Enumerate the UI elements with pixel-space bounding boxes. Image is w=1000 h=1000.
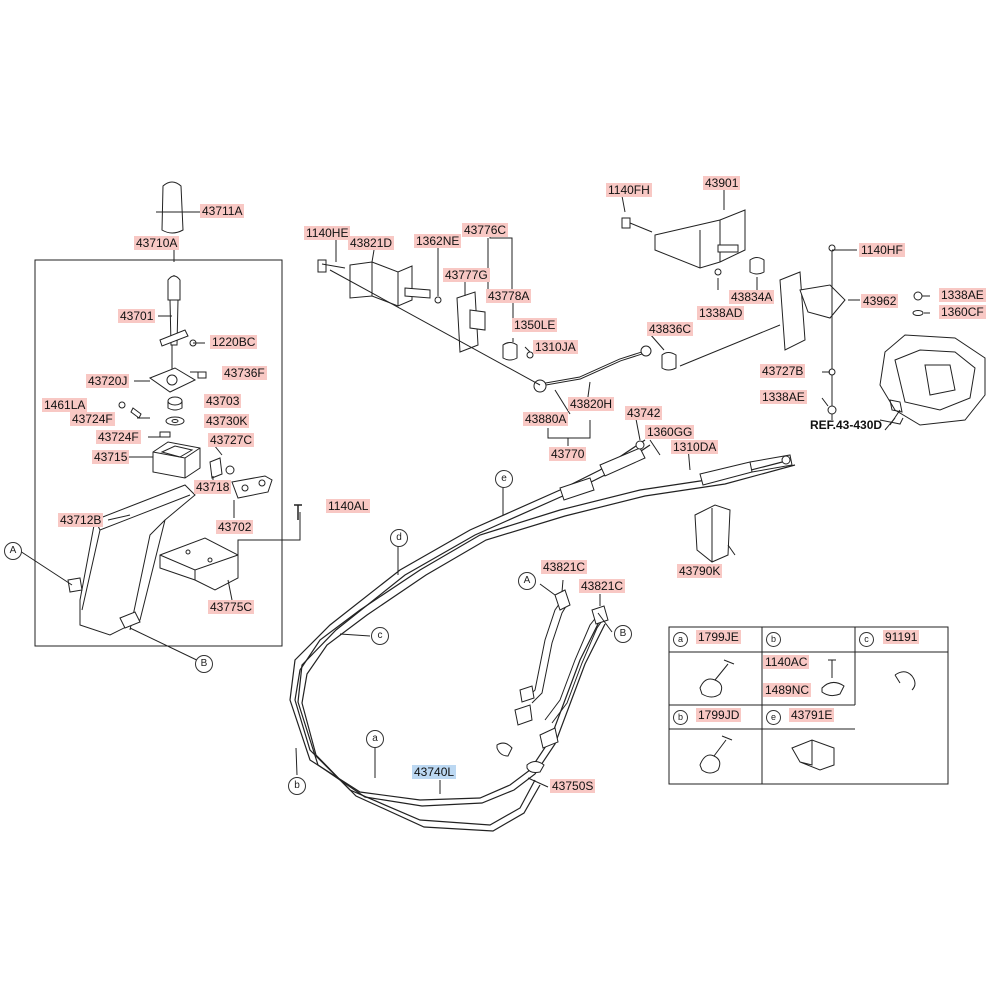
transmission-housing xyxy=(879,334,986,426)
callout-c: c xyxy=(371,627,389,645)
part-label-43711a[interactable]: 43711A xyxy=(200,204,245,218)
part-label-43778a[interactable]: 43778A xyxy=(486,289,532,303)
part-label-43727b[interactable]: 43727B xyxy=(760,364,806,378)
callout-b-bottom: B xyxy=(195,655,213,673)
part-label-43880a[interactable]: 43880A xyxy=(523,412,569,426)
part-label-1140al[interactable]: 1140AL xyxy=(326,499,371,513)
part-label-1461la[interactable]: 1461LA xyxy=(42,398,88,412)
part-label-1220bc[interactable]: 1220BC xyxy=(210,335,258,349)
part-label-1338ae_a[interactable]: 1338AE xyxy=(939,288,986,302)
shift-knob xyxy=(161,181,184,234)
part-label-43742[interactable]: 43742 xyxy=(625,406,663,420)
part-label-1140fh[interactable]: 1140FH xyxy=(606,183,652,197)
part-label-43730k[interactable]: 43730K xyxy=(204,414,250,428)
part-label-43776c[interactable]: 43776C xyxy=(462,223,509,237)
select-block xyxy=(152,441,201,479)
legend-part-label[interactable]: 43791E xyxy=(789,708,835,722)
part-label-43836c[interactable]: 43836C xyxy=(647,322,694,336)
callout-b: b xyxy=(288,777,306,795)
bracket-e-icon xyxy=(791,739,835,771)
legend-part-label[interactable]: 1799JE xyxy=(696,630,741,644)
legend-part-label[interactable]: 1140AC xyxy=(763,655,810,669)
legend-letter-c: c xyxy=(859,632,874,647)
legend-letter-b: b xyxy=(766,632,781,647)
clip-b-icon xyxy=(699,735,733,774)
part-label-1310ja[interactable]: 1310JA xyxy=(533,340,578,354)
part-label-43702[interactable]: 43702 xyxy=(216,520,254,534)
part-label-43703[interactable]: 43703 xyxy=(204,394,242,408)
part-label-1360cf[interactable]: 1360CF xyxy=(939,305,986,319)
part-label-1310da[interactable]: 1310DA xyxy=(671,440,719,454)
part-label-43750s[interactable]: 43750S xyxy=(550,779,596,793)
part-label-43775c[interactable]: 43775C xyxy=(208,600,255,614)
legend-letter-e: e xyxy=(766,710,781,725)
part-label-1360gg[interactable]: 1360GG xyxy=(645,425,695,439)
part-label-43962[interactable]: 43962 xyxy=(861,294,899,308)
part-label-43701[interactable]: 43701 xyxy=(118,309,156,323)
part-label-43901[interactable]: 43901 xyxy=(703,176,741,190)
callout-d: d xyxy=(390,529,408,547)
bolt-clamp-icon xyxy=(821,659,845,697)
ring-clip-icon xyxy=(894,671,916,691)
part-label-43821c_a[interactable]: 43821C xyxy=(541,560,588,574)
part-label-43770[interactable]: 43770 xyxy=(549,447,587,461)
legend-letter-a: a xyxy=(673,632,688,647)
part-label-43724f_b[interactable]: 43724F xyxy=(96,430,141,444)
transmission-lever xyxy=(779,271,806,351)
part-label-43727c[interactable]: 43727C xyxy=(208,433,255,447)
part-label-43821c_b[interactable]: 43821C xyxy=(579,579,626,593)
part-label-1350le[interactable]: 1350LE xyxy=(512,318,558,332)
clip-a-icon xyxy=(699,659,735,698)
cable-assembly xyxy=(289,439,796,832)
callout-a-left: A xyxy=(4,542,22,560)
part-label-43790k[interactable]: 43790K xyxy=(677,564,723,578)
legend-letter-b: b xyxy=(673,710,688,725)
callout-b-cable: B xyxy=(614,625,632,643)
part-label-43821d[interactable]: 43821D xyxy=(348,236,395,250)
legend-part-label[interactable]: 91191 xyxy=(883,630,920,644)
legend-part-label[interactable]: 1799JD xyxy=(696,708,742,722)
part-label-43834a[interactable]: 43834A xyxy=(729,290,775,304)
detent-link xyxy=(231,475,273,499)
reference-label[interactable]: REF.43-430D xyxy=(810,418,883,432)
part-label-1140hf[interactable]: 1140HF xyxy=(859,243,905,257)
part-label-1140he[interactable]: 1140HE xyxy=(304,226,351,240)
part-label-43777g[interactable]: 43777G xyxy=(443,268,490,282)
part-label-43712b[interactable]: 43712B xyxy=(58,513,104,527)
cable-bracket-upper xyxy=(349,261,413,307)
part-label-43715[interactable]: 43715 xyxy=(92,450,130,464)
part-label-43710a[interactable]: 43710A xyxy=(134,236,180,250)
legend-part-label[interactable]: 1489NC xyxy=(763,683,812,697)
part-label-43720j[interactable]: 43720J xyxy=(86,374,130,388)
part-label-43736f[interactable]: 43736F xyxy=(222,366,267,380)
part-label-43820h[interactable]: 43820H xyxy=(568,397,615,411)
part-label-43740l[interactable]: 43740L xyxy=(412,765,457,779)
part-label-43718[interactable]: 43718 xyxy=(194,480,232,494)
part-label-43724f_a[interactable]: 43724F xyxy=(70,412,115,426)
lever-base-plate xyxy=(148,367,197,393)
callout-a-cable: A xyxy=(518,572,536,590)
part-label-1338ad[interactable]: 1338AD xyxy=(697,306,745,320)
callout-a: a xyxy=(366,730,384,748)
cable-bracket-plate xyxy=(159,537,239,591)
part-label-1338ae_b[interactable]: 1338AE xyxy=(760,390,807,404)
callout-e: e xyxy=(495,470,513,488)
shift-lever-assembly-frame xyxy=(34,259,283,647)
lever-bracket-small xyxy=(456,291,479,353)
part-label-1362ne[interactable]: 1362NE xyxy=(414,234,462,248)
